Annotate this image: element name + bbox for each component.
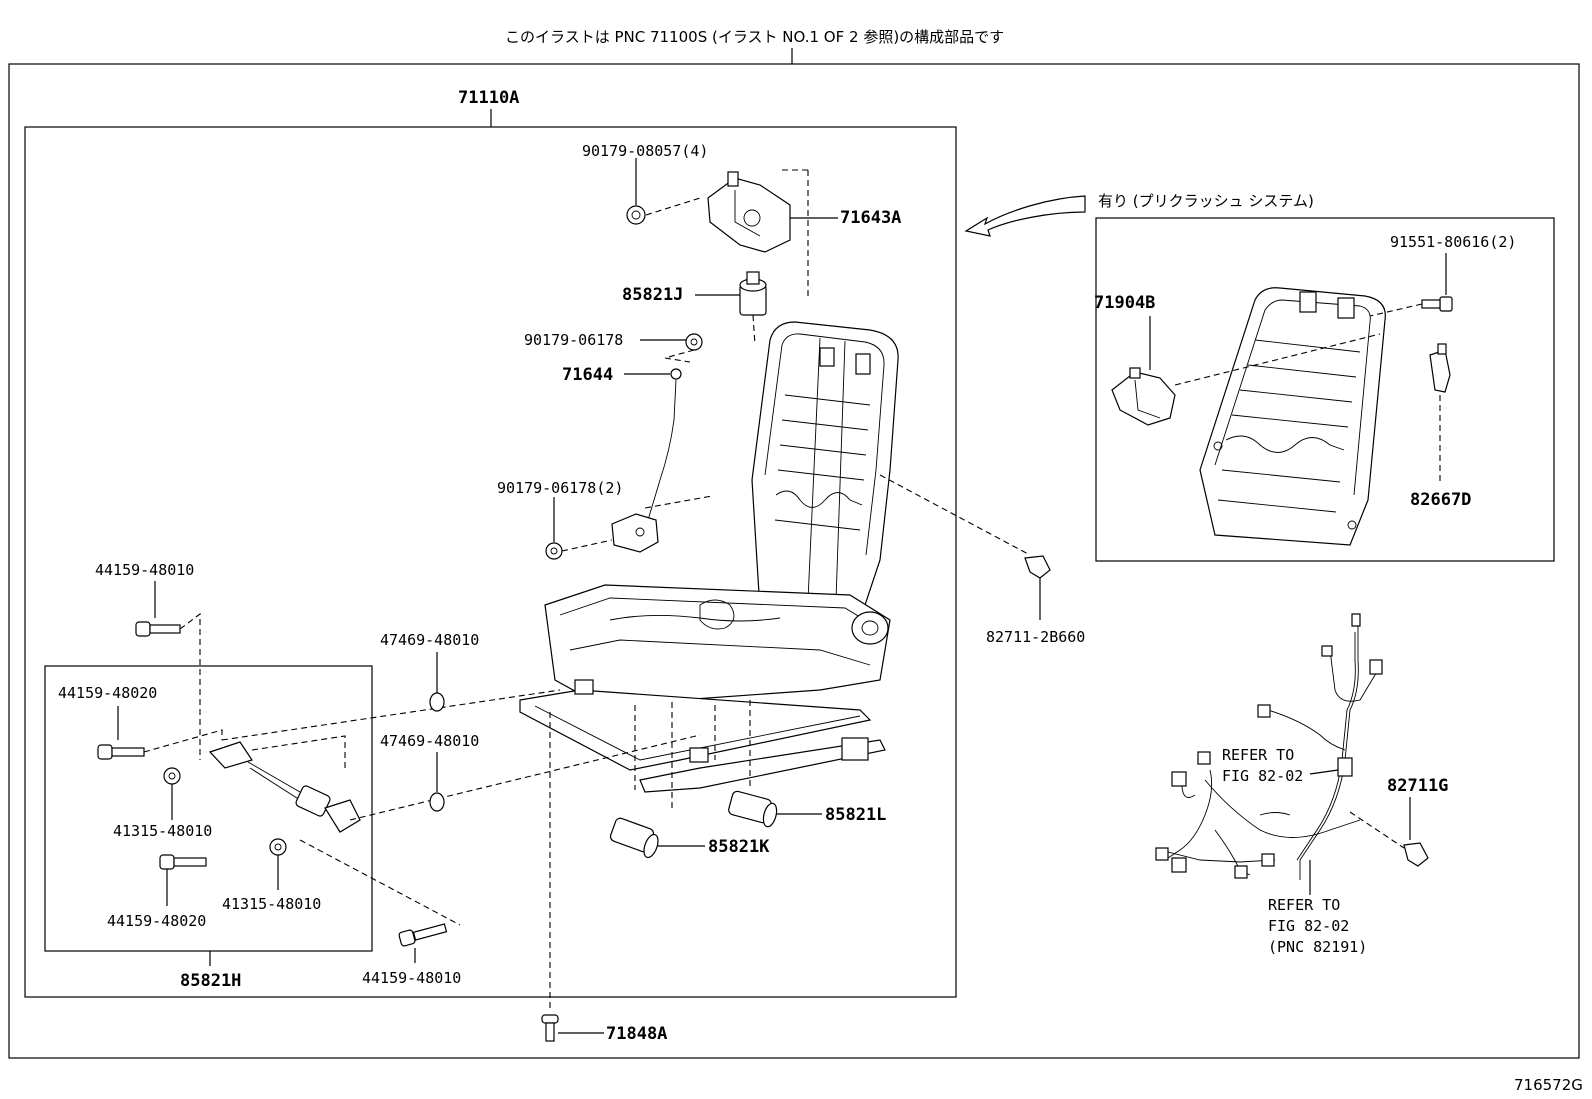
label-41315-48010-a: 41315-48010 xyxy=(113,822,212,840)
washer-icon xyxy=(429,692,445,712)
bolt-icon xyxy=(97,744,145,760)
label-82667D: 82667D xyxy=(1410,490,1471,510)
clip-icon xyxy=(1403,842,1429,867)
backrest-frame-icon xyxy=(1199,287,1386,546)
label-71848A: 71848A xyxy=(606,1024,667,1044)
label-47469-48010-b: 47469-48010 xyxy=(380,732,479,750)
footer-code: 716572G xyxy=(1514,1076,1583,1094)
label-71904B: 71904B xyxy=(1094,293,1155,313)
label-47469-48010-a: 47469-48010 xyxy=(380,631,479,649)
inset-note: 有り (プリクラッシュ システム) xyxy=(1098,192,1314,210)
main-assembly-label: 71110A xyxy=(458,88,519,108)
sensor-icon xyxy=(1111,367,1176,426)
bolt-icon xyxy=(1421,296,1453,312)
bolt-icon xyxy=(159,854,207,870)
refer2-line1: REFER TO xyxy=(1268,896,1340,914)
bracket-icon xyxy=(1429,343,1451,393)
motor-icon xyxy=(609,817,659,859)
bolt-icon xyxy=(398,923,448,947)
arrow-icon xyxy=(964,195,1086,237)
motor-icon xyxy=(739,271,767,316)
header-note: このイラストは PNC 71100S (イラスト NO.1 OF 2 参照)の構… xyxy=(505,28,1004,46)
label-44159-48010-top: 44159-48010 xyxy=(95,561,194,579)
bolt-icon xyxy=(135,621,181,637)
nut-icon xyxy=(269,838,287,856)
wire-harness-icon xyxy=(1155,613,1383,880)
label-44159-48020-b: 44159-48020 xyxy=(107,912,206,930)
washer-icon xyxy=(429,792,445,812)
label-82711-2B660: 82711-2B660 xyxy=(986,628,1085,646)
label-71643A: 71643A xyxy=(840,208,901,228)
nut-icon xyxy=(685,333,703,351)
recliner-bracket-icon xyxy=(707,171,791,253)
refer2-line3: (PNC 82191) xyxy=(1268,938,1367,956)
label-44159-48010-bottom: 44159-48010 xyxy=(362,969,461,987)
label-41315-48010-b: 41315-48010 xyxy=(222,895,321,913)
inset-box xyxy=(1095,217,1555,562)
pin-icon xyxy=(541,1014,559,1042)
label-85821J: 85821J xyxy=(622,285,683,305)
clip-icon xyxy=(1024,555,1051,579)
cable-icon xyxy=(611,368,682,553)
label-44159-48020-a: 44159-48020 xyxy=(58,684,157,702)
label-90179-06178: 90179-06178 xyxy=(524,331,623,349)
refer1-line2: FIG 82-02 xyxy=(1222,767,1303,785)
motor-icon xyxy=(728,790,778,828)
seat-frame-icon xyxy=(519,321,899,793)
label-90179-08057: 90179-08057(4) xyxy=(582,142,708,160)
nut-icon xyxy=(163,767,181,785)
sub-assembly-box xyxy=(44,665,373,952)
label-91551-80616: 91551-80616(2) xyxy=(1390,233,1516,251)
label-85821H: 85821H xyxy=(180,971,241,991)
outer-frame xyxy=(8,63,1580,1059)
label-90179-06178-2: 90179-06178(2) xyxy=(497,479,623,497)
label-85821L: 85821L xyxy=(825,805,886,825)
label-85821K: 85821K xyxy=(708,837,770,857)
label-71644: 71644 xyxy=(562,365,613,385)
refer2-line2: FIG 82-02 xyxy=(1268,917,1349,935)
nut-icon xyxy=(626,205,646,225)
refer1-line1: REFER TO xyxy=(1222,746,1294,764)
nut-icon xyxy=(545,542,563,560)
motor-icon xyxy=(208,741,361,833)
label-82711G: 82711G xyxy=(1387,776,1448,796)
